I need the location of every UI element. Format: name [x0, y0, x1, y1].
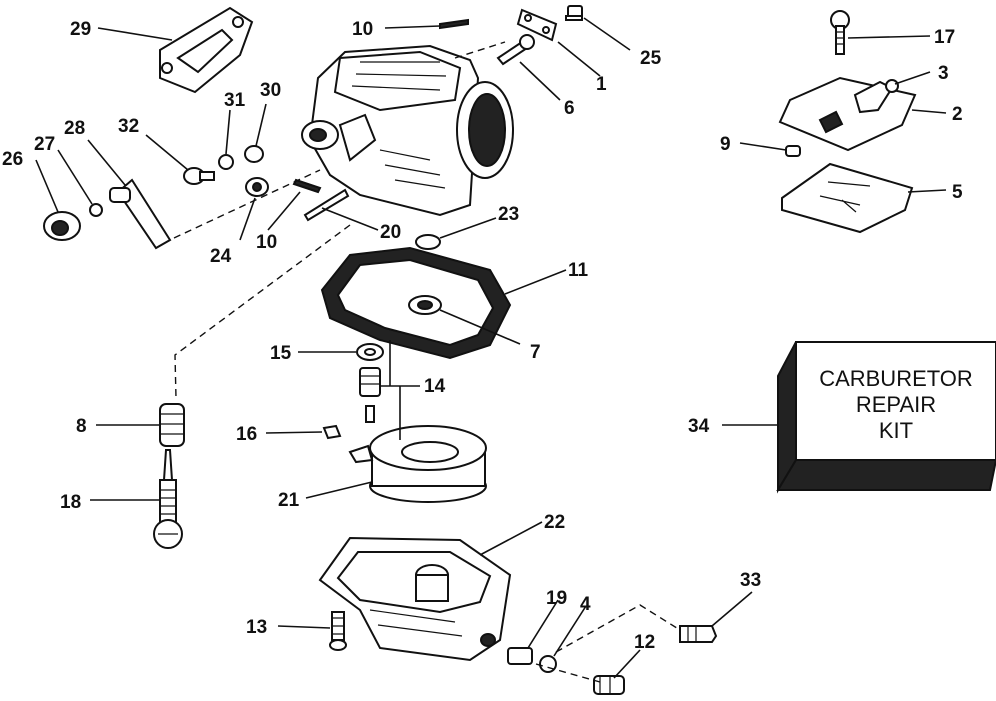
leader-lines: [35, 17, 947, 679]
callout-15: 15: [270, 343, 292, 364]
callout-1: 1: [596, 74, 607, 95]
part-18-mixture-needle: [153, 449, 183, 549]
part-2-fuel-pump-cover: [778, 76, 917, 152]
callout-28: 28: [64, 118, 85, 139]
part-33-fitting: [679, 625, 718, 643]
repair-kit-line-1: CARBURETOR: [819, 366, 973, 391]
part-16-clip: [322, 424, 342, 440]
part-30-nut: [244, 145, 264, 163]
part-12-screw: [593, 675, 625, 695]
part-23-plug: [415, 234, 441, 250]
part-21-float: [348, 425, 487, 503]
carburetor-body: [301, 44, 514, 217]
part-20-pin: [303, 188, 350, 222]
part-11-bowl-gasket: [320, 246, 512, 360]
callout-14: 14: [424, 376, 446, 397]
callout-2: 2: [952, 104, 963, 125]
part-26-bushing: [43, 211, 81, 241]
part-32-screw: [183, 167, 215, 185]
part-1-plate: [516, 8, 558, 42]
callout-3: 3: [938, 63, 949, 84]
callout-34: 34: [688, 416, 710, 437]
part-9-fitting: [785, 145, 801, 157]
part-14-inlet-needle-seat: [359, 367, 381, 423]
callout-11: 11: [568, 260, 589, 281]
part-10-pin-top: [439, 18, 469, 30]
callout-31: 31: [224, 90, 246, 111]
callout-6: 6: [564, 98, 575, 119]
callout-7: 7: [530, 342, 541, 363]
callout-4: 4: [580, 594, 591, 615]
part-19-fitting: [507, 647, 533, 665]
callout-17: 17: [934, 27, 955, 48]
part-6-screw: [496, 34, 535, 66]
part-5-diaphragm: [781, 162, 914, 234]
callout-33: 33: [740, 570, 761, 591]
part-17-screw: [830, 10, 850, 55]
part-22-float-bowl: [318, 536, 512, 662]
callout-18: 18: [60, 492, 81, 513]
callout-19: 19: [546, 588, 567, 609]
part-25-screw: [565, 5, 583, 21]
callout-26: 26: [2, 149, 23, 170]
callout-30: 30: [260, 80, 281, 101]
repair-kit-line-3: KIT: [879, 418, 913, 443]
repair-kit-box: CARBURETOR REPAIR KIT: [776, 341, 996, 494]
part-13-screw: [329, 611, 347, 651]
callout-21: 21: [278, 490, 300, 511]
part-27-washer: [89, 203, 103, 217]
callout-25: 25: [640, 48, 662, 69]
callout-12: 12: [634, 632, 655, 653]
part-31-washer: [218, 154, 234, 170]
assembly-lines: [173, 41, 681, 683]
callout-labels: 29 10 1 25 6 17 3 2 9 5 26 27 28 32 31 3…: [2, 19, 963, 653]
callout-10-top: 10: [352, 19, 373, 40]
callout-24: 24: [210, 246, 232, 267]
callout-20: 20: [380, 222, 401, 243]
callout-29: 29: [70, 19, 91, 40]
part-8-spring: [159, 403, 185, 447]
part-29-gasket: [159, 6, 254, 94]
callout-32: 32: [118, 116, 139, 137]
part-15-washer: [356, 343, 384, 361]
callout-23: 23: [498, 204, 519, 225]
callout-8: 8: [76, 416, 87, 437]
part-24-washer: [245, 177, 269, 197]
part-10-pin-lower: [292, 178, 322, 194]
callout-13: 13: [246, 617, 267, 638]
callout-27: 27: [34, 134, 55, 155]
repair-kit-line-2: REPAIR: [856, 392, 936, 417]
callout-22: 22: [544, 512, 565, 533]
callout-16: 16: [236, 424, 257, 445]
callout-5: 5: [952, 182, 963, 203]
callout-9: 9: [720, 134, 731, 155]
part-28-lever: [109, 178, 172, 250]
callout-10-lower: 10: [256, 232, 277, 253]
